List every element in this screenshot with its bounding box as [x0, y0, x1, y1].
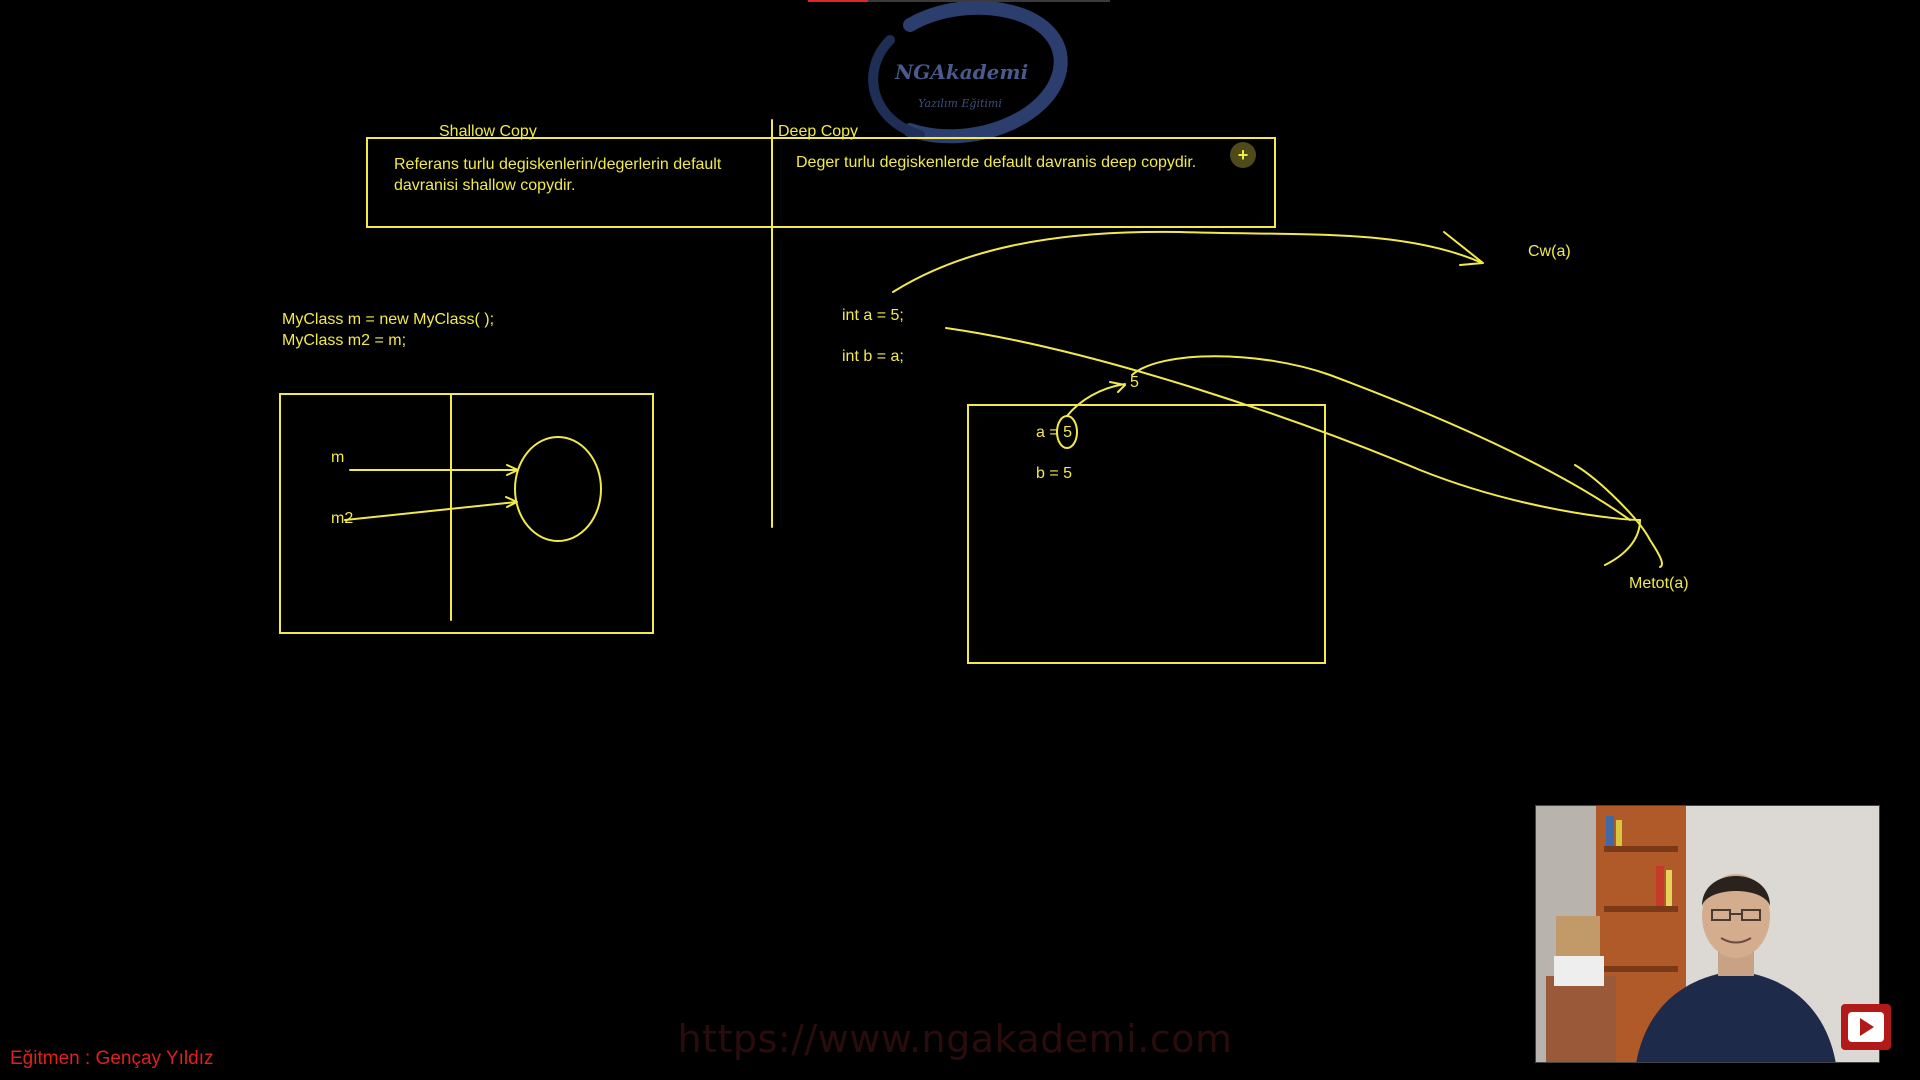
copied-value: 5: [1130, 374, 1139, 391]
heap-object-circle: [514, 436, 602, 542]
cw-arrowhead: [1443, 231, 1484, 266]
cw-annotation: Cw(a): [1528, 243, 1571, 260]
label-m2: m2: [331, 510, 354, 527]
deep-code-line-1: int a = 5;: [842, 307, 904, 324]
metot-annotation: Metot(a): [1629, 575, 1689, 592]
top-progress-track: [868, 0, 1110, 2]
deep-code-line-2: int b = a;: [842, 348, 904, 365]
label-m: m: [331, 449, 345, 466]
plus-icon: +: [1237, 145, 1249, 165]
ngakademi-logo: [868, 0, 1068, 144]
deep-copy-description: Deger turlu degiskenlerde default davran…: [796, 154, 1197, 171]
value-b: b = 5: [1036, 465, 1073, 482]
metot-arrowhead-1: [1574, 464, 1663, 568]
logo-name: NGAkademi: [895, 60, 1029, 84]
logo-tagline: Yazılım Eğitimi: [918, 97, 1002, 110]
copy-arrowhead: [1109, 381, 1126, 393]
instructor-credit: Eğitmen : Gençay Yıldız: [10, 1048, 214, 1069]
shallow-copy-heading: Shallow Copy: [439, 123, 537, 140]
deep-copy-heading: Deep Copy: [778, 123, 859, 140]
top-progress-red: [808, 0, 868, 2]
shallow-copy-description: Referans turlu degiskenlerin/degerlerin …: [394, 156, 722, 194]
metot-curve-1: [945, 327, 1641, 521]
instructor-webcam: [1535, 805, 1880, 1063]
add-button[interactable]: +: [1230, 142, 1256, 168]
value-a: a = 5: [1036, 424, 1073, 441]
arrowhead-m2: [505, 496, 518, 508]
highlight-circle-5: [1056, 415, 1078, 449]
metot-curve-2: [1131, 355, 1631, 521]
arrow-m2: [344, 501, 517, 521]
copy-arrow: [1066, 383, 1126, 417]
value-memory-diagram: [967, 404, 1326, 664]
shallow-code-line-1: MyClass m = new MyClass( );: [282, 311, 495, 328]
play-icon: [1848, 1012, 1884, 1042]
shallow-code-block: MyClass m = new MyClass( ); MyClass m2 =…: [282, 309, 494, 351]
metot-arrowhead-2: [1604, 519, 1641, 566]
webcam-scene: [1536, 806, 1879, 1062]
play-button[interactable]: [1841, 1004, 1891, 1050]
watermark-url: https://www.ngakademi.com: [677, 1017, 1233, 1061]
arrowhead-m: [506, 464, 519, 476]
cw-curve: [892, 230, 1481, 293]
reference-memory-diagram: [279, 393, 654, 634]
comparison-table: [366, 137, 1276, 228]
shallow-code-line-2: MyClass m2 = m;: [282, 332, 407, 349]
